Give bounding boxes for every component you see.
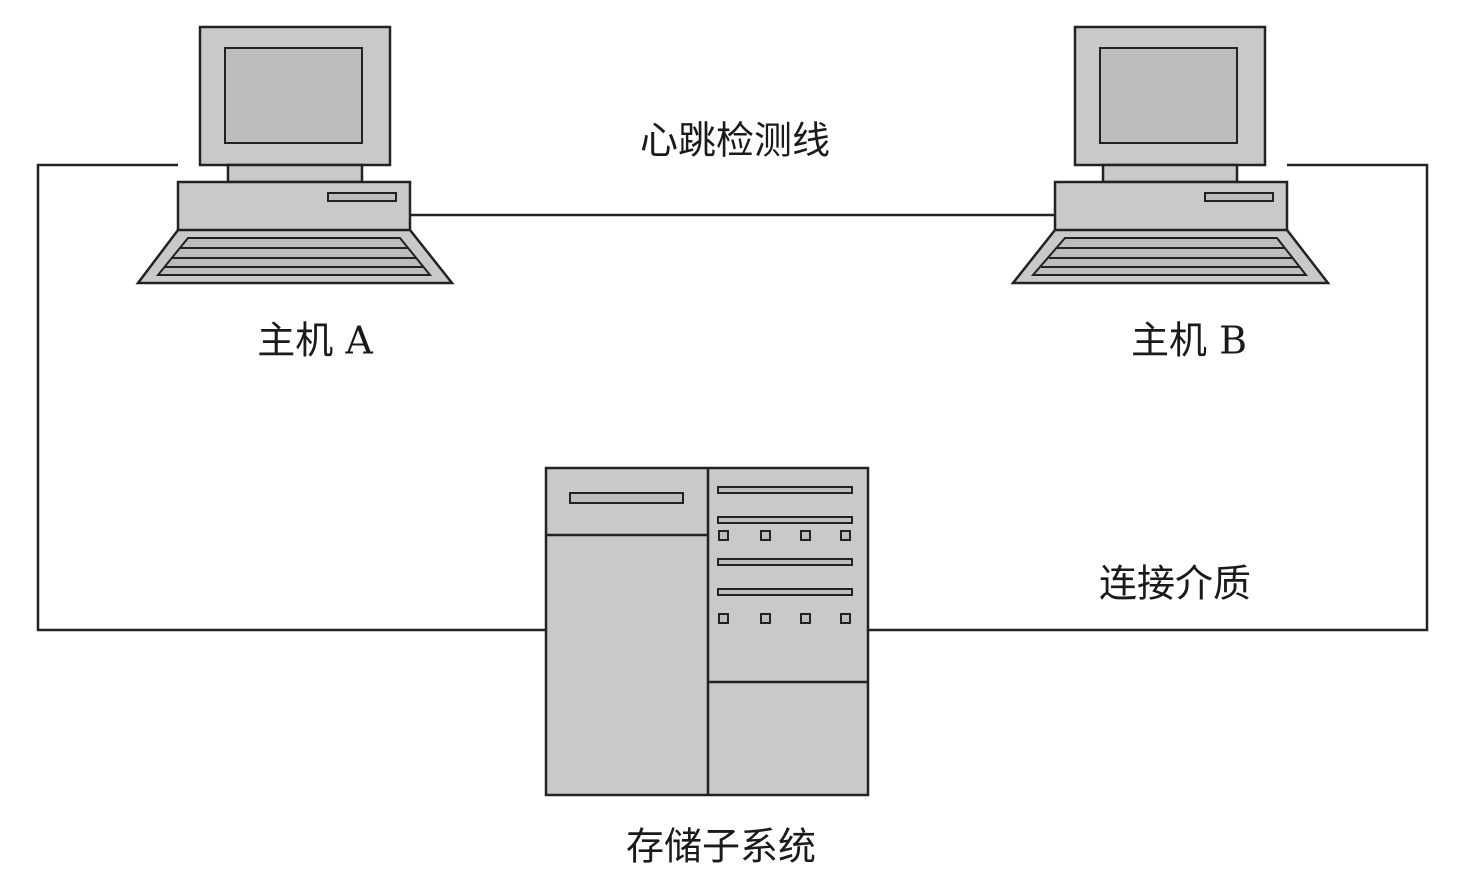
connection-medium-label: 连接介质 — [1098, 561, 1252, 606]
host-b-label: 主机 B — [1130, 318, 1248, 363]
heartbeat-line-label: 心跳检测线 — [639, 118, 831, 163]
storage-subsystem-label: 存储子系统 — [625, 824, 817, 869]
connection-medium-lines — [36, 163, 1429, 632]
storage-subsystem-icon — [544, 466, 870, 797]
host-b-computer-icon — [1010, 25, 1331, 285]
host-a-label: 主机 A — [257, 318, 373, 363]
host-a-computer-icon — [135, 25, 455, 285]
